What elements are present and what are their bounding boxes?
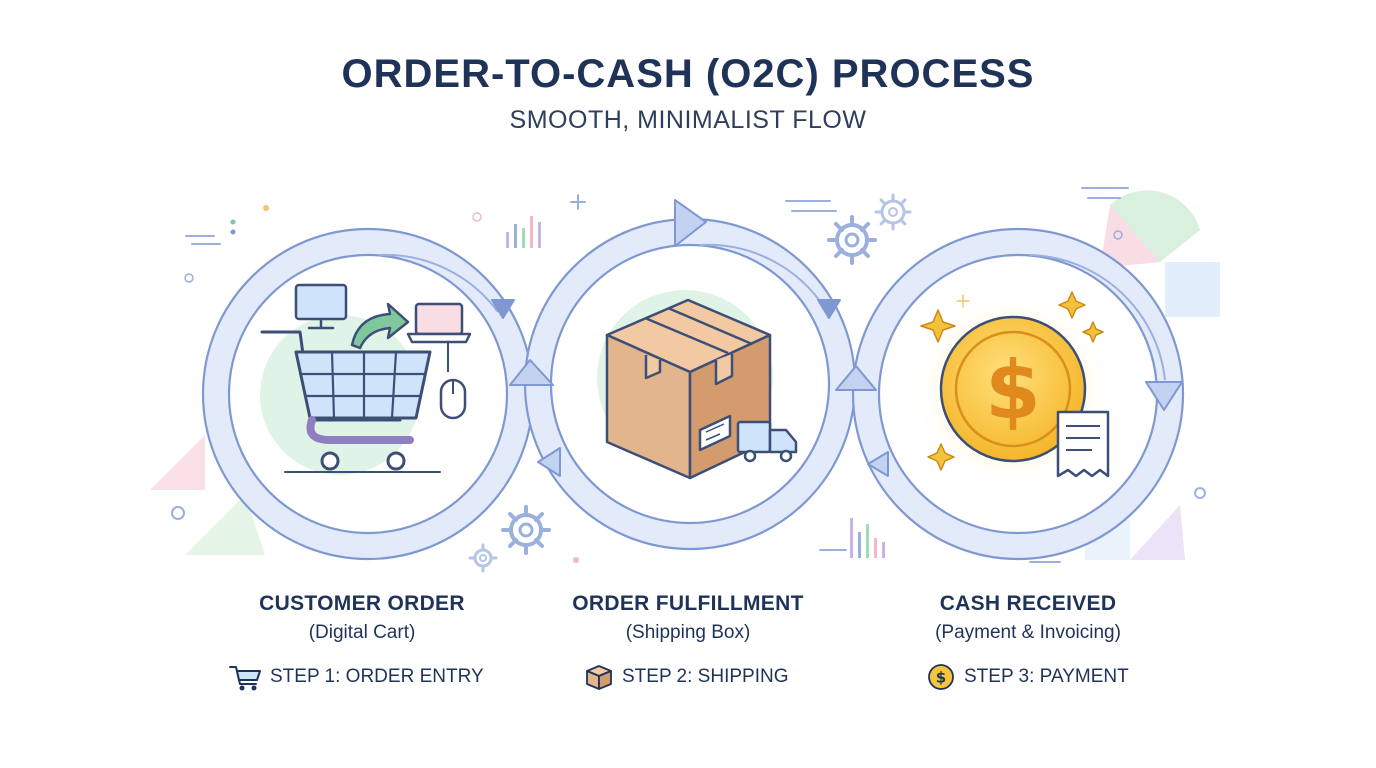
arrow-left-icon: [867, 451, 889, 477]
step-2-title: ORDER FULFILLMENT: [572, 592, 804, 615]
step-3-caption: CASH RECEIVED (Payment & Invoicing): [878, 592, 1178, 644]
arrow-left-icon: [537, 447, 561, 477]
mouse-icon: [439, 342, 467, 420]
step-2-subtitle: (Shipping Box): [625, 622, 751, 643]
step-3-subtitle: (Payment & Invoicing): [935, 622, 1121, 643]
curved-arrow-icon: [350, 302, 410, 350]
step-3-label: $ STEP 3: PAYMENT: [926, 662, 1129, 692]
flow-arrows: [491, 199, 1183, 477]
dollar-coin-icon: $: [928, 664, 954, 690]
page-title: ORDER-TO-CASH (O2C) PROCESS: [341, 52, 1035, 96]
arrow-down-icon: [817, 299, 841, 319]
gear-icon: [874, 193, 912, 231]
svg-text:$: $: [936, 669, 946, 687]
step-2-label: STEP 2: SHIPPING: [584, 662, 788, 692]
step-1-label-text: STEP 1: ORDER ENTRY: [270, 666, 484, 687]
step-1-title: CUSTOMER ORDER: [259, 592, 465, 615]
receipt-icon: [1056, 410, 1110, 478]
order-fulfillment-illustration: [597, 290, 798, 480]
cash-received-illustration: $: [910, 288, 1114, 492]
step-1-label: STEP 1: ORDER ENTRY: [228, 662, 484, 692]
page-subtitle: SMOOTH, MINIMALIST FLOW: [509, 106, 867, 134]
dollar-sign: $: [985, 344, 1041, 437]
gear-icon: [468, 543, 498, 573]
monitor-icon: [294, 283, 348, 330]
gear-icon: [827, 215, 877, 265]
gear-icon: [501, 505, 551, 555]
step-2-label-text: STEP 2: SHIPPING: [622, 666, 789, 687]
step-1-subtitle: (Digital Cart): [308, 622, 416, 643]
arrow-up-icon: [835, 365, 877, 391]
arrow-down-icon: [491, 299, 515, 319]
shopping-cart-icon: [260, 330, 441, 473]
delivery-truck-icon: [736, 420, 798, 463]
dollar-coin-icon: $: [939, 315, 1087, 463]
shipping-box-icon: [586, 665, 612, 690]
arrow-up-icon: [509, 359, 554, 386]
shopping-cart-icon: [229, 666, 261, 691]
step-2-caption: ORDER FULFILLMENT (Shipping Box): [538, 592, 838, 644]
ring-step-1: [203, 229, 533, 559]
laptop-icon: [406, 302, 472, 344]
step-3-label-text: STEP 3: PAYMENT: [964, 666, 1129, 687]
arrow-down-icon: [1145, 381, 1183, 411]
step-1-caption: CUSTOMER ORDER (Digital Cart): [212, 592, 512, 644]
customer-order-illustration: [260, 283, 472, 475]
step-3-title: CASH RECEIVED: [939, 592, 1117, 615]
arrow-right-icon: [674, 199, 707, 247]
sparkle-icon: [920, 291, 1104, 471]
